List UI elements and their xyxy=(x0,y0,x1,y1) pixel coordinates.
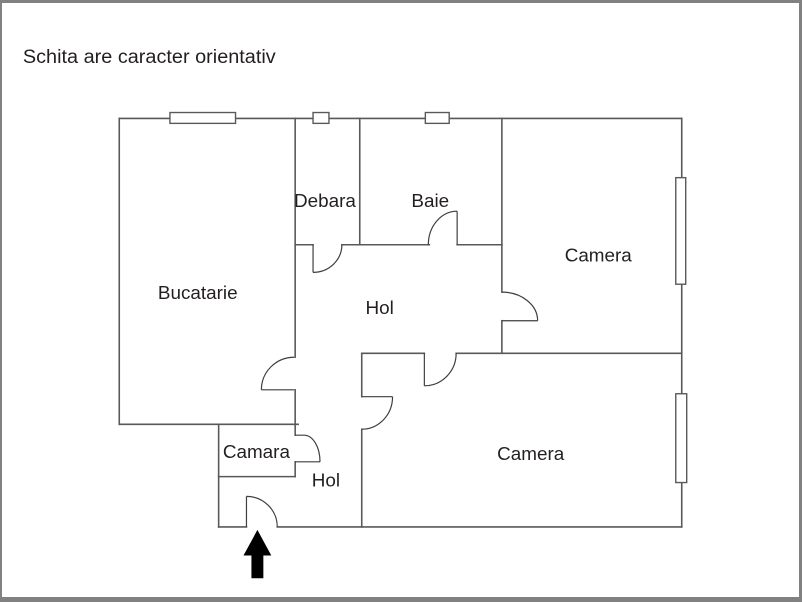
label-debara: Debara xyxy=(294,190,356,211)
label-camara: Camara xyxy=(223,441,291,462)
debara-door xyxy=(312,244,343,273)
camera-bottom-window xyxy=(675,393,688,484)
label-bucatarie: Bucatarie xyxy=(158,282,238,303)
windows xyxy=(169,111,688,484)
camera-top-door xyxy=(501,291,539,322)
camara-door xyxy=(295,434,321,463)
entrance-arrow-icon xyxy=(243,529,272,579)
debara-window xyxy=(312,111,330,125)
bucatarie-door xyxy=(260,356,295,391)
label-baie: Baie xyxy=(411,190,449,211)
label-hol-small: Hol xyxy=(312,470,340,491)
entrance-door xyxy=(245,495,278,527)
label-hol: Hol xyxy=(365,297,393,318)
hol-camera-door xyxy=(361,396,394,430)
page-title: Schita are caracter orientativ xyxy=(23,46,276,68)
walls xyxy=(118,117,683,528)
label-camera-top: Camera xyxy=(565,245,633,266)
baie-window xyxy=(424,111,450,125)
camera-bottom-door xyxy=(423,353,457,387)
baie-door xyxy=(427,210,458,245)
label-camera-bottom: Camera xyxy=(497,443,565,464)
doors xyxy=(245,210,539,527)
floorplan-drawing: Schita are caracter orientativ xyxy=(23,46,688,579)
bucatarie-window xyxy=(169,111,237,125)
camera-top-window xyxy=(675,176,687,285)
room-labels: Bucatarie Debara Baie Hol Camera Camera … xyxy=(158,190,632,490)
